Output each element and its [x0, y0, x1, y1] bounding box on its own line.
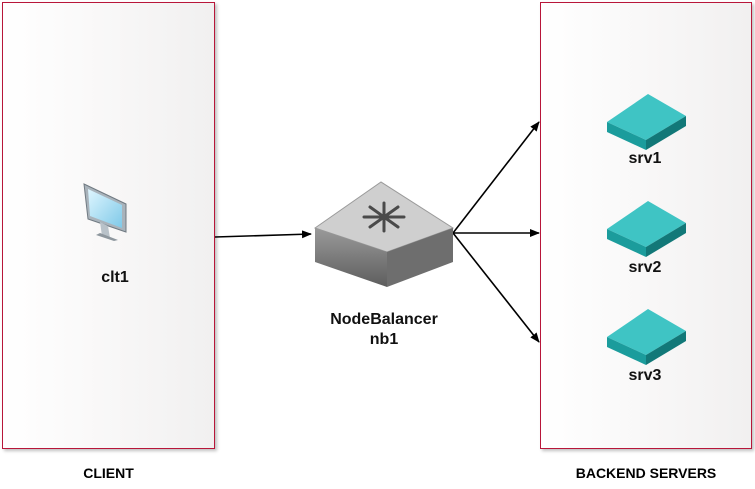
- connection-balancer-to-srv3: [452, 232, 540, 343]
- backend-zone-caption: BACKEND SERVERS: [575, 465, 717, 481]
- client-label: clt1: [101, 269, 129, 286]
- server-label: srv3: [628, 367, 662, 384]
- server-icon: [607, 309, 686, 365]
- server-label: srv2: [628, 259, 662, 276]
- switch-icon: [313, 181, 455, 287]
- connection-client-to-balancer: [214, 230, 312, 239]
- connection-balancer-to-srv1: [452, 121, 540, 234]
- server-icon: [607, 201, 686, 257]
- server-icon: [607, 94, 686, 150]
- client-zone-caption: CLIENT: [83, 465, 134, 481]
- monitor-icon: [83, 183, 127, 241]
- balancer-type-label: NodeBalancer: [330, 311, 438, 328]
- balancer-name-label: nb1: [369, 331, 399, 348]
- server-label: srv1: [628, 150, 662, 167]
